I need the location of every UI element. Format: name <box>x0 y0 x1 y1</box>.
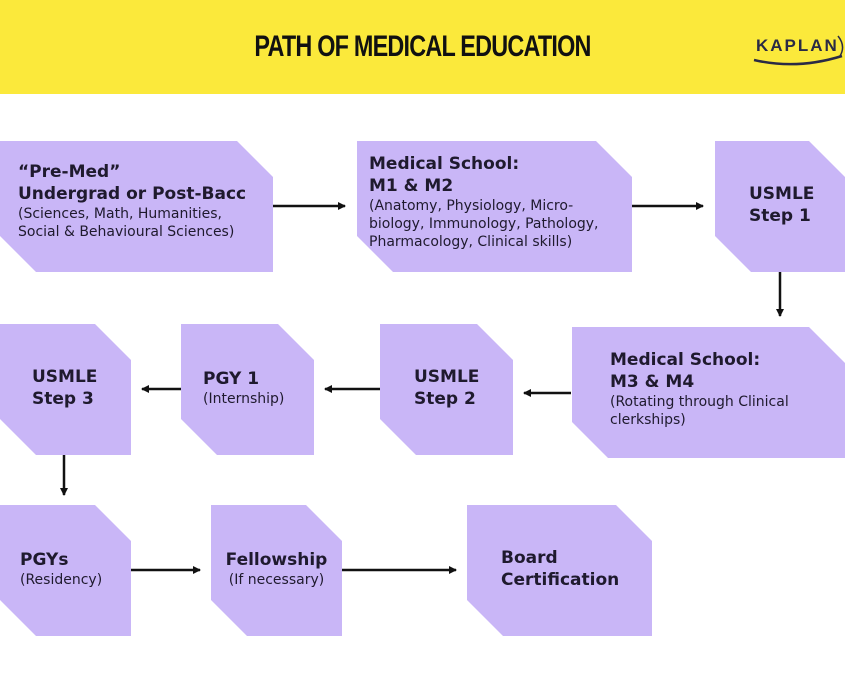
step-heading: Medical School: <box>610 350 761 370</box>
kaplan-logo: KAPLAN <box>752 34 845 68</box>
step-heading: PGYs <box>20 550 69 570</box>
step-med-school-m1-m2: Medical School: M1 & M2 (Anatomy, Physio… <box>357 141 632 272</box>
step-pgys: PGYs (Residency) <box>0 505 131 636</box>
step-detail: Social & Behavioural Sciences) <box>18 224 235 240</box>
step-heading: “Pre-Med” <box>18 162 121 182</box>
step-detail: (Internship) <box>203 391 285 407</box>
step-heading: USMLE <box>749 184 815 204</box>
step-usmle-step2: USMLE Step 2 <box>380 324 513 455</box>
step-detail: biology, Immunology, Pathology, <box>369 216 599 232</box>
step-pgy1: PGY 1 (Internship) <box>181 324 314 455</box>
step-heading: PGY 1 <box>203 369 260 389</box>
header-banner: PATH OF MEDICAL EDUCATION KAPLAN <box>0 0 845 94</box>
step-heading: Board <box>501 548 558 568</box>
step-heading: Step 2 <box>414 389 476 409</box>
step-heading: M1 & M2 <box>369 176 454 196</box>
step-heading: Step 1 <box>749 206 811 226</box>
step-detail: (Sciences, Math, Humanities, <box>18 206 222 222</box>
step-heading: Fellowship <box>225 550 328 570</box>
step-premed: “Pre-Med” Undergrad or Post-Bacc (Scienc… <box>0 141 273 272</box>
logo-swoosh-icon <box>753 35 844 66</box>
step-board-certification: Board Certification <box>467 505 652 636</box>
logo-text: KAPLAN <box>756 36 839 55</box>
step-heading: USMLE <box>32 367 98 387</box>
page-title: PATH OF MEDICAL EDUCATION <box>254 30 591 63</box>
step-detail: Pharmacology, Clinical skills) <box>369 234 573 250</box>
step-heading: USMLE <box>414 367 480 387</box>
step-usmle-step3: USMLE Step 3 <box>0 324 131 455</box>
step-fellowship: Fellowship (If necessary) <box>211 505 342 636</box>
step-heading: Undergrad or Post-Bacc <box>18 184 247 204</box>
step-heading: Step 3 <box>32 389 94 409</box>
step-detail: (Anatomy, Physiology, Micro- <box>369 198 574 214</box>
step-heading: Certification <box>501 570 620 590</box>
step-detail: (Rotating through Clinical <box>610 394 789 410</box>
step-detail: (Residency) <box>20 572 103 588</box>
step-usmle-step1: USMLE Step 1 <box>715 141 845 272</box>
step-heading: M3 & M4 <box>610 372 695 392</box>
step-med-school-m3-m4: Medical School: M3 & M4 (Rotating throug… <box>572 327 845 458</box>
step-detail: (If necessary) <box>228 572 325 588</box>
step-heading: Medical School: <box>369 154 520 174</box>
step-detail: clerkships) <box>610 412 686 428</box>
